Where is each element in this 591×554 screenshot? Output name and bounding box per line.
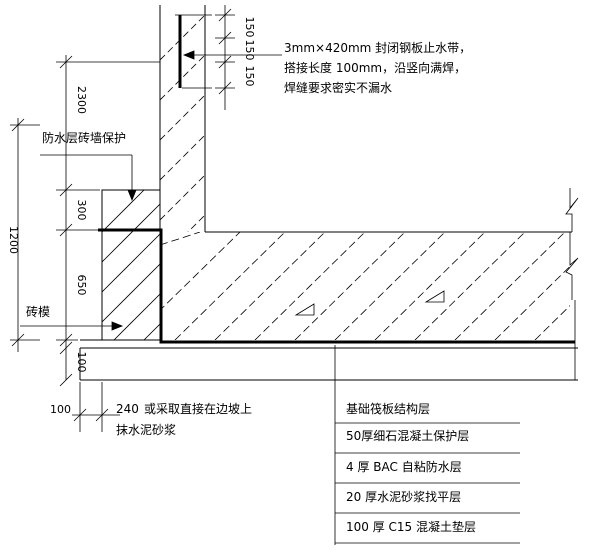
structure-outline xyxy=(79,5,578,381)
left-dim-chain xyxy=(56,55,160,387)
waterstop-note-line3: 焊缝要求密实不漏水 xyxy=(284,80,392,95)
bottom-dim-chain xyxy=(72,382,120,432)
top-dim-chain xyxy=(175,5,235,110)
waterstop-note-line1: 3mm×420mm 封闭钢板止水带， xyxy=(284,41,471,55)
brick-mold-label: 砖模 xyxy=(26,304,50,319)
slope-note-line1: 或采取直接在边坡上 xyxy=(144,401,252,416)
layer-label-2: 50厚细石混凝土保护层 xyxy=(346,428,469,443)
wall-concrete-hatch xyxy=(160,14,205,232)
layer-callout-lines xyxy=(334,345,520,545)
layer-label-1: 基础筏板结构层 xyxy=(346,401,430,416)
label-leaders xyxy=(20,154,137,331)
dim-150-bot: 150 xyxy=(243,66,256,87)
dim-150-top: 150 xyxy=(243,17,256,38)
dim-100-vertical: 100 xyxy=(75,352,88,373)
dim-300: 300 xyxy=(75,200,88,221)
waterstop-leader xyxy=(182,50,282,60)
slab-concrete-hatch xyxy=(160,232,570,340)
protect-wall-label: 防水层砖墙保护 xyxy=(42,130,126,145)
layer-label-4: 20 厚水泥砂浆找平层 xyxy=(346,489,461,504)
layer-label-3: 4 厚 BAC 自粘防水层 xyxy=(346,459,462,474)
dim-100-bottom: 100 xyxy=(50,403,71,416)
waterproof-layer-line xyxy=(98,228,575,344)
dim-650: 650 xyxy=(75,275,88,296)
dim-2300: 2300 xyxy=(75,86,88,114)
left-dim-1200 xyxy=(10,118,40,352)
slope-note-line2: 抹水泥砂浆 xyxy=(116,422,176,437)
layer-label-5: 100 厚 C15 混凝土垫层 xyxy=(346,519,476,534)
slope-triangle-1 xyxy=(294,303,315,316)
brick-wall-hatch xyxy=(102,190,160,340)
slope-triangle-2 xyxy=(424,290,445,303)
dim-150-mid: 150 xyxy=(243,40,256,61)
dim-240: 240 xyxy=(116,402,139,416)
break-symbols xyxy=(565,188,579,380)
waterstop-note-line2: 搭接长度 100mm，沿竖向满焊， xyxy=(284,60,466,75)
dim-1200: 1200 xyxy=(7,226,20,254)
